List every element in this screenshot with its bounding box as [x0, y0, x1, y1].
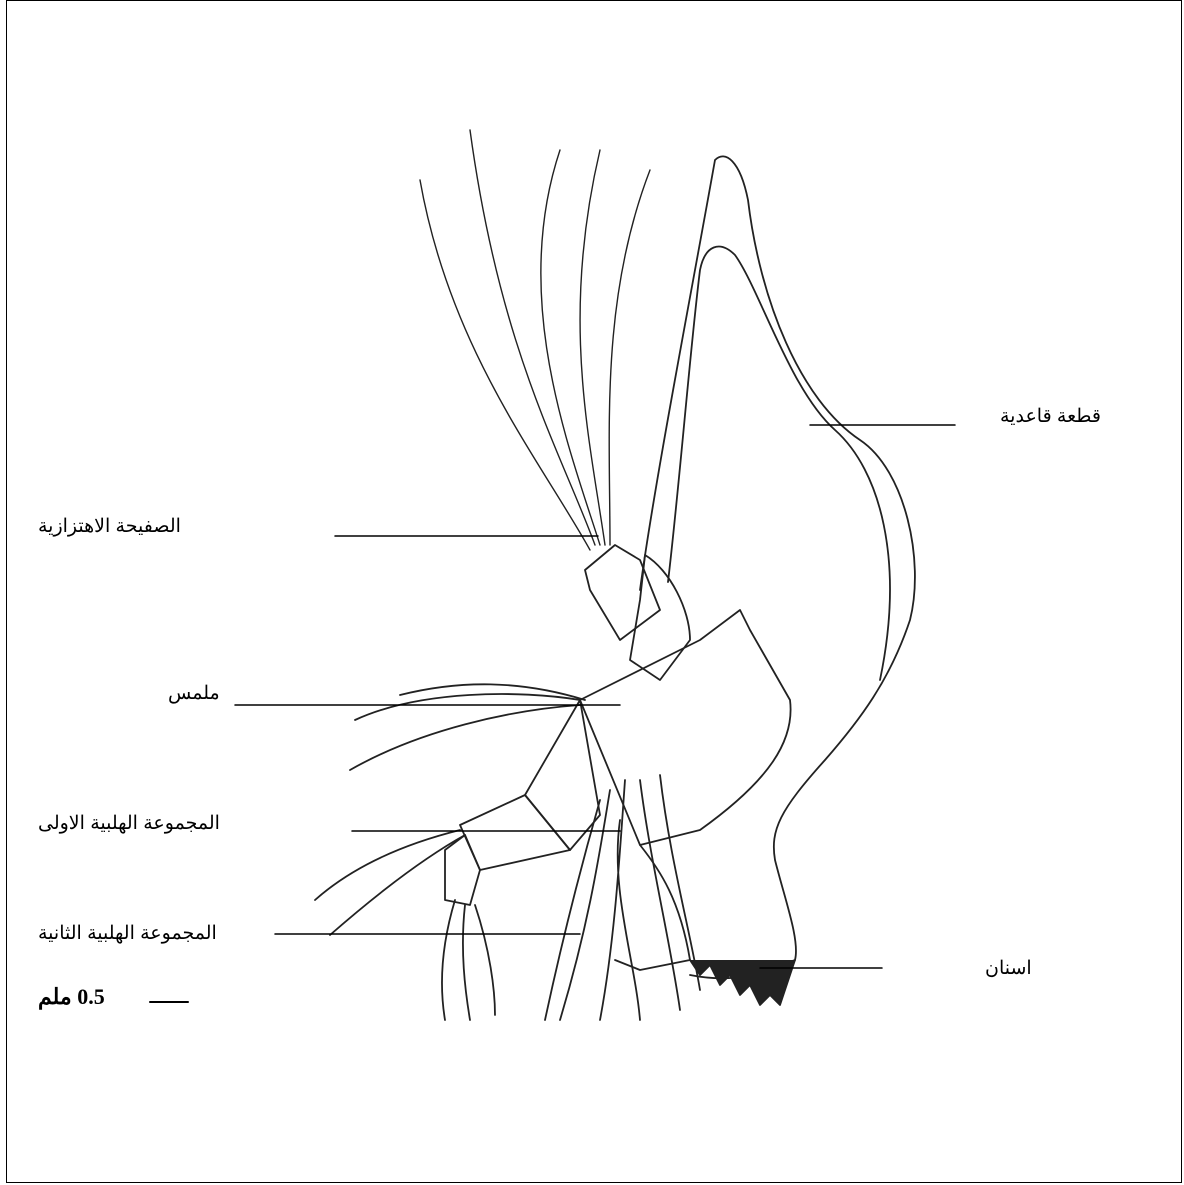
label-vibrating-plate: الصفيحة الاهتزازية — [38, 515, 181, 538]
label-teeth: اسنان — [985, 957, 1032, 980]
label-second-setal-group: المجموعة الهلبية الثانية — [38, 922, 217, 945]
label-palp: ملمس — [168, 682, 220, 705]
vibrating-plate-setae — [420, 130, 650, 550]
vibrating-plate-stalk — [585, 545, 660, 640]
scale-bar-label: 0.5 ملم — [38, 984, 105, 1010]
label-basal-piece: قطعة قاعدية — [1000, 405, 1101, 428]
label-first-setal-group: المجموعة الهلبية الاولى — [38, 812, 220, 835]
lower-setae — [545, 775, 700, 1020]
palp-segment-1 — [630, 555, 690, 680]
basal-piece-inner — [668, 247, 890, 680]
mandible-body — [615, 845, 690, 970]
palp-tip — [445, 835, 480, 905]
palp-setae — [315, 684, 585, 1020]
palp-segment-3 — [460, 795, 570, 870]
basal-piece-outline — [640, 156, 915, 978]
teeth-row — [690, 960, 795, 1005]
